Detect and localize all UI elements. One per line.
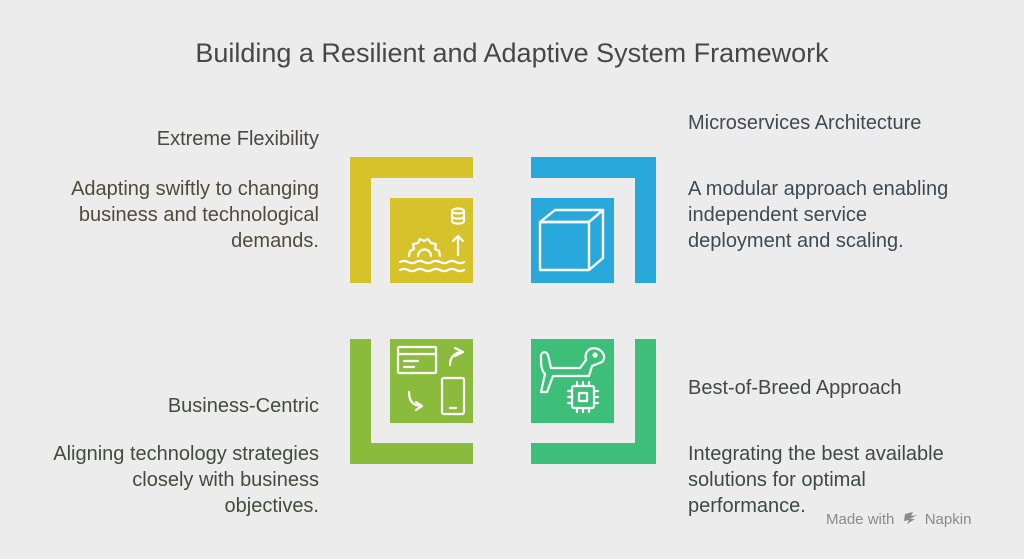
best-of-breed-bracket: [531, 339, 656, 464]
footer-credit: Made with Napkin: [826, 511, 971, 529]
page-title: Building a Resilient and Adaptive System…: [195, 38, 829, 68]
microservices-title: Microservices Architecture: [688, 112, 922, 134]
best-of-breed-description-line: performance.: [688, 495, 806, 517]
microservices-description-line: deployment and scaling.: [688, 230, 904, 252]
business-description: Aligning technology strategies closely w…: [53, 441, 319, 519]
robot-dog-chip-icon: [539, 347, 606, 414]
microservices-description-line: A modular approach enabling: [688, 178, 949, 200]
best-of-breed-quadrant: [531, 339, 656, 464]
microservices-description-line: independent service: [688, 204, 868, 226]
best-of-breed-description: Integrating the best available solutions…: [688, 441, 944, 519]
business-description-line: objectives.: [224, 495, 320, 517]
cube-icon: [538, 208, 605, 272]
napkin-logo-icon: [903, 511, 919, 529]
microservices-quadrant: [531, 157, 656, 283]
microservices-bracket: [531, 157, 656, 283]
best-of-breed-description-line: Integrating the best available: [688, 443, 944, 465]
flexibility-description-line: Adapting swiftly to changing: [71, 178, 319, 200]
flexibility-description-line: business and technological: [78, 204, 319, 226]
best-of-breed-title: Best-of-Breed Approach: [688, 377, 902, 399]
footer-brand: Napkin: [924, 511, 972, 528]
best-of-breed-description-line: solutions for optimal: [688, 469, 866, 491]
business-quadrant: [350, 339, 473, 464]
business-title: Business-Centric: [167, 395, 319, 417]
gear-database-arrow-icon: [398, 207, 466, 273]
flexibility-title: Extreme Flexibility: [156, 128, 319, 150]
flexibility-quadrant: [350, 157, 473, 283]
flexibility-bracket: [350, 157, 473, 283]
window-phone-arrows-icon: [396, 345, 466, 416]
flexibility-description: Adapting swiftly to changing business an…: [71, 176, 319, 254]
microservices-description: A modular approach enabling independent …: [688, 176, 948, 254]
business-bracket: [350, 339, 473, 464]
footer-prefix: Made with: [826, 511, 895, 528]
business-description-line: closely with business: [132, 469, 319, 491]
business-description-line: Aligning technology strategies: [53, 443, 319, 465]
flexibility-description-line: demands.: [231, 230, 319, 252]
